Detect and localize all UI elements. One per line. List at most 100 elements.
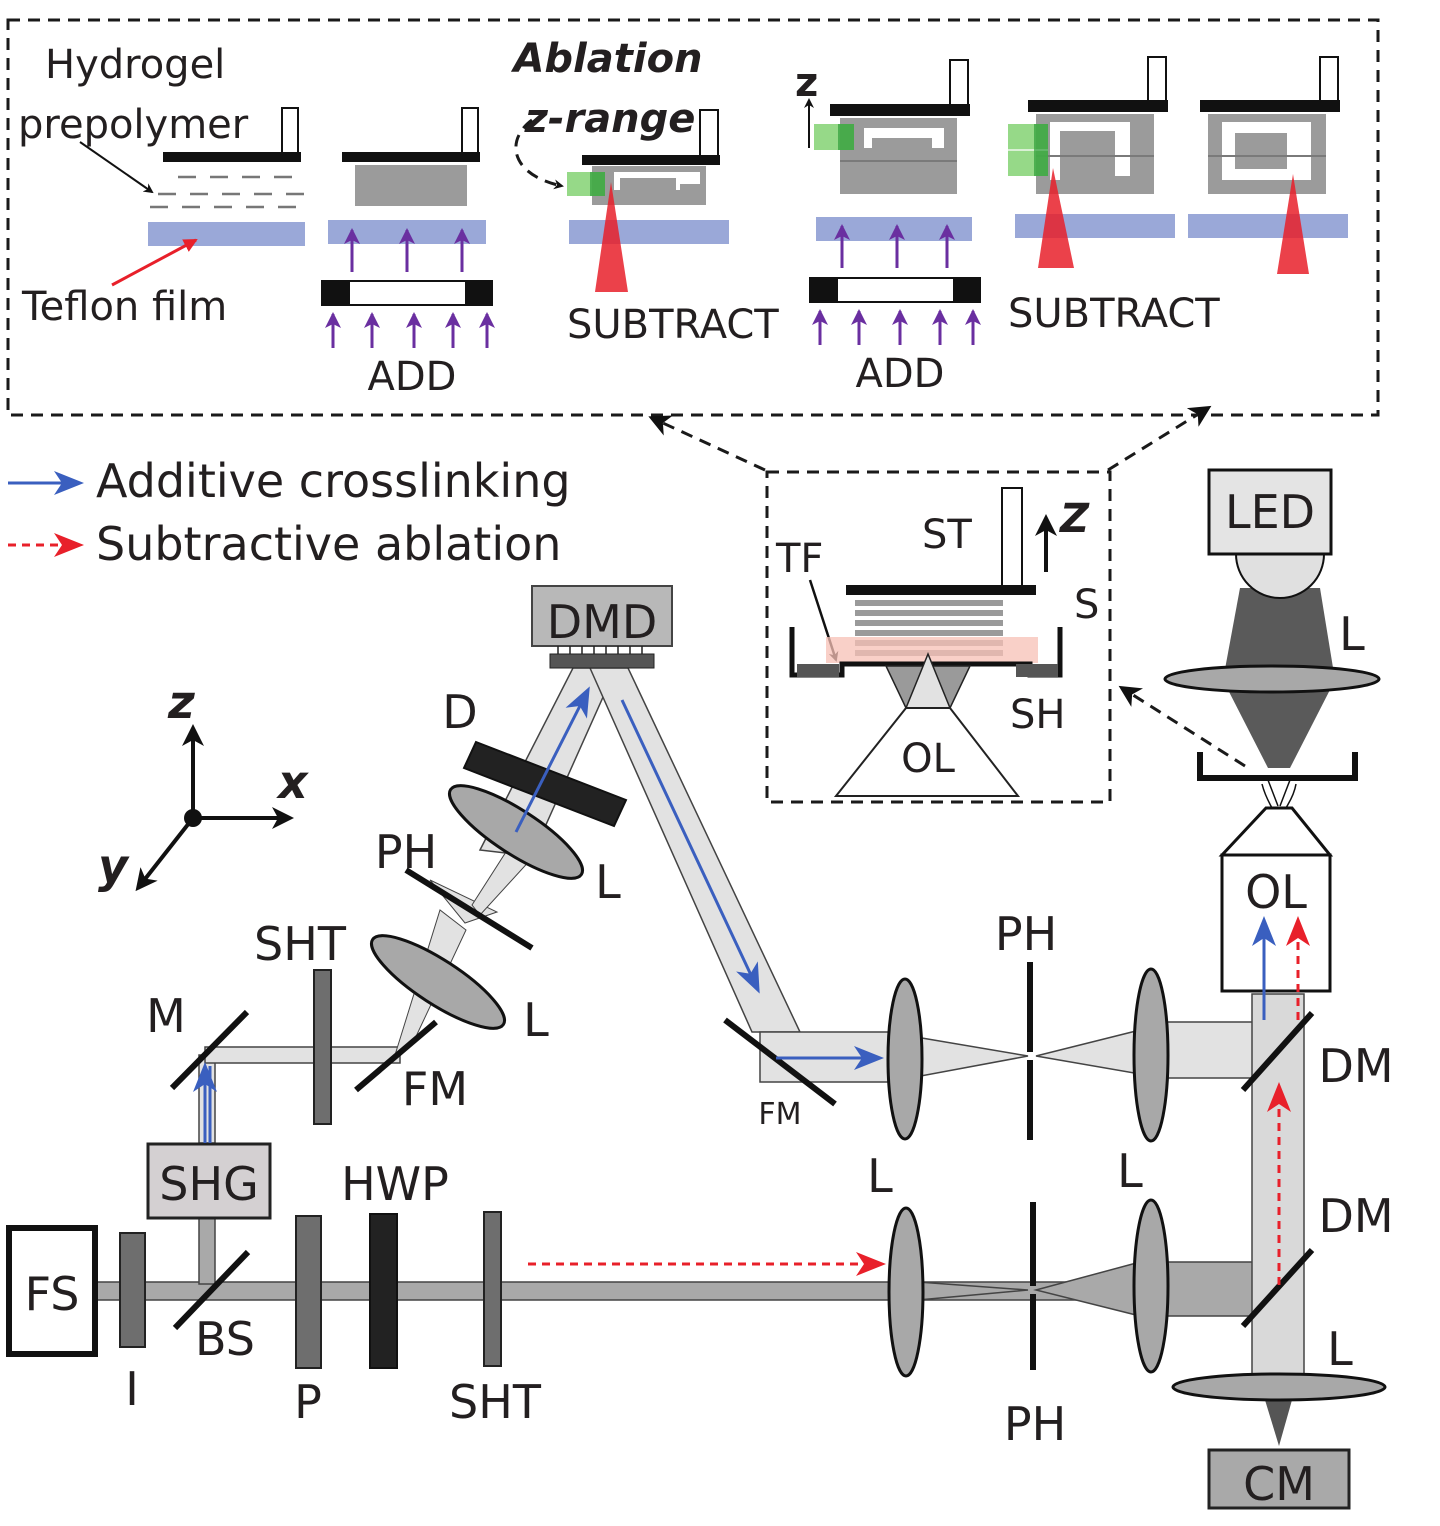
stage-post bbox=[699, 109, 719, 163]
teflon-film bbox=[816, 217, 972, 241]
objective-body bbox=[833, 707, 1021, 797]
beam-direction-arrows bbox=[193, 686, 1310, 1285]
shg-output-beam bbox=[198, 1054, 216, 1144]
process-step-3: Ablation z-range SUBTRACT bbox=[510, 36, 779, 348]
shg-pickoff-beam bbox=[198, 1217, 216, 1285]
dmd bbox=[531, 585, 673, 647]
flip-mirror-1-label: FM bbox=[402, 1062, 468, 1116]
dichroic-mirror-top-label: DM bbox=[1318, 1039, 1393, 1093]
build-platform bbox=[830, 104, 970, 116]
shutter-main-label: SHT bbox=[449, 1375, 542, 1429]
legend-additive-label: Additive crosslinking bbox=[96, 454, 571, 508]
z-range-title: z-range bbox=[524, 96, 696, 142]
subtract-caption: SUBTRACT bbox=[1008, 291, 1220, 337]
z-axis-label: z bbox=[795, 60, 818, 106]
teflon-film bbox=[1188, 214, 1348, 238]
process-step-1: Hydrogel prepolymer Teflon film bbox=[18, 42, 305, 330]
laser-focus-cone bbox=[595, 182, 628, 292]
led-label: LED bbox=[1225, 485, 1315, 539]
laser-focus-cone bbox=[1277, 174, 1309, 274]
ablation-title: Ablation bbox=[510, 36, 702, 82]
add-caption: ADD bbox=[368, 354, 457, 400]
camera-label: CM bbox=[1243, 1457, 1315, 1511]
lens-top-1 bbox=[886, 977, 924, 1141]
diffuser-label: D bbox=[442, 685, 477, 739]
iris bbox=[119, 1232, 146, 1348]
uv-arrows-lower bbox=[812, 309, 981, 345]
beam-lens-to-dm-bottom bbox=[1159, 1261, 1256, 1317]
ablation-window-overlap bbox=[838, 124, 854, 150]
partially-ablated-hydrogel bbox=[592, 166, 706, 205]
shg-crystal bbox=[146, 1142, 272, 1220]
lens-camera-label: L bbox=[1327, 1322, 1353, 1376]
sample-holder-clamp-left bbox=[797, 664, 839, 677]
led-beam-lower bbox=[1223, 680, 1335, 768]
laser-focus-cone bbox=[1038, 168, 1074, 268]
legend-subtractive-label: Subtractive ablation bbox=[96, 517, 561, 571]
sample-inset: ST Z TF S SH OL bbox=[765, 470, 1112, 804]
lens-camera bbox=[1171, 1372, 1387, 1402]
stage-post bbox=[1001, 487, 1023, 589]
prepolymer-pointer bbox=[79, 141, 154, 194]
led bbox=[1207, 468, 1333, 556]
hydrogel-core bbox=[620, 178, 676, 190]
y-axis-label: y bbox=[98, 839, 130, 893]
teflon-film-label: Teflon film bbox=[21, 284, 227, 330]
teflon-film bbox=[148, 222, 305, 246]
camera bbox=[1207, 1448, 1351, 1510]
shutter-shg bbox=[313, 969, 332, 1125]
process-step-5: SUBTRACT bbox=[1008, 56, 1220, 337]
femtosecond-laser bbox=[6, 1225, 98, 1357]
sample-holder-clamp-right bbox=[1016, 664, 1058, 677]
teflon-label: TF bbox=[775, 536, 823, 582]
lens-top-2 bbox=[1132, 967, 1170, 1143]
additive-arrow-from-dmd bbox=[620, 699, 760, 994]
build-platform bbox=[163, 152, 301, 162]
x-axis-label: x bbox=[276, 755, 309, 809]
inset-to-panel-left-connector bbox=[648, 415, 766, 472]
dmd-label: DMD bbox=[547, 595, 658, 649]
z-range-pointer bbox=[514, 118, 564, 190]
subtract-caption: SUBTRACT bbox=[567, 302, 779, 348]
additive-arrow-to-dmd bbox=[514, 686, 590, 833]
z-label: Z bbox=[1058, 496, 1090, 542]
ablation-window-overlap bbox=[1034, 124, 1048, 176]
shutter-shg-label: SHT bbox=[254, 917, 347, 971]
ablation-window-overlap bbox=[590, 172, 605, 196]
dichroic-mirror-top bbox=[1240, 1010, 1315, 1093]
teflon-film bbox=[826, 637, 1038, 663]
iris-label: I bbox=[125, 1362, 139, 1416]
lens-top-1-label: L bbox=[867, 1149, 893, 1203]
build-platform bbox=[582, 155, 720, 165]
vertical-beam-column bbox=[1251, 993, 1305, 1385]
process-panel: Hydrogel prepolymer Teflon film bbox=[6, 18, 1380, 417]
photomask bbox=[809, 277, 981, 303]
stage-label: ST bbox=[922, 512, 972, 558]
lens-1 bbox=[369, 934, 507, 1030]
beam-cone-top-left bbox=[909, 1035, 1029, 1079]
focus-rays bbox=[1261, 779, 1297, 809]
main-sample-holder bbox=[1197, 752, 1358, 781]
dmd-pins bbox=[557, 646, 643, 654]
pinhole-1 bbox=[404, 867, 534, 951]
holder-label: SH bbox=[1010, 692, 1065, 738]
shg-label: SHG bbox=[159, 1157, 258, 1211]
beam-splitter-label: BS bbox=[195, 1312, 255, 1366]
lens-bot-2 bbox=[1132, 1198, 1170, 1374]
build-platform bbox=[1200, 100, 1340, 112]
process-panel-border bbox=[6, 18, 1380, 417]
dmd-chip bbox=[549, 653, 655, 669]
hydrogel-label: Hydrogel bbox=[45, 42, 225, 88]
polarizer bbox=[295, 1215, 322, 1369]
coordinate-axes: z x y bbox=[98, 675, 309, 893]
dichroic-mirror-bottom-label: DM bbox=[1318, 1189, 1393, 1243]
beam-cone-bottom-right bbox=[1033, 1261, 1141, 1317]
build-platform bbox=[342, 152, 480, 162]
beam-cone-top-right bbox=[1035, 1029, 1141, 1075]
hydrogel-layered bbox=[840, 118, 957, 194]
femtosecond-laser-label: FS bbox=[25, 1267, 80, 1321]
blue-beam-horizontal bbox=[204, 1046, 401, 1064]
half-wave-plate-label: HWP bbox=[341, 1157, 449, 1211]
inset-to-panel-right-connector bbox=[1107, 405, 1212, 472]
camera-focus-cone bbox=[1265, 1400, 1292, 1446]
